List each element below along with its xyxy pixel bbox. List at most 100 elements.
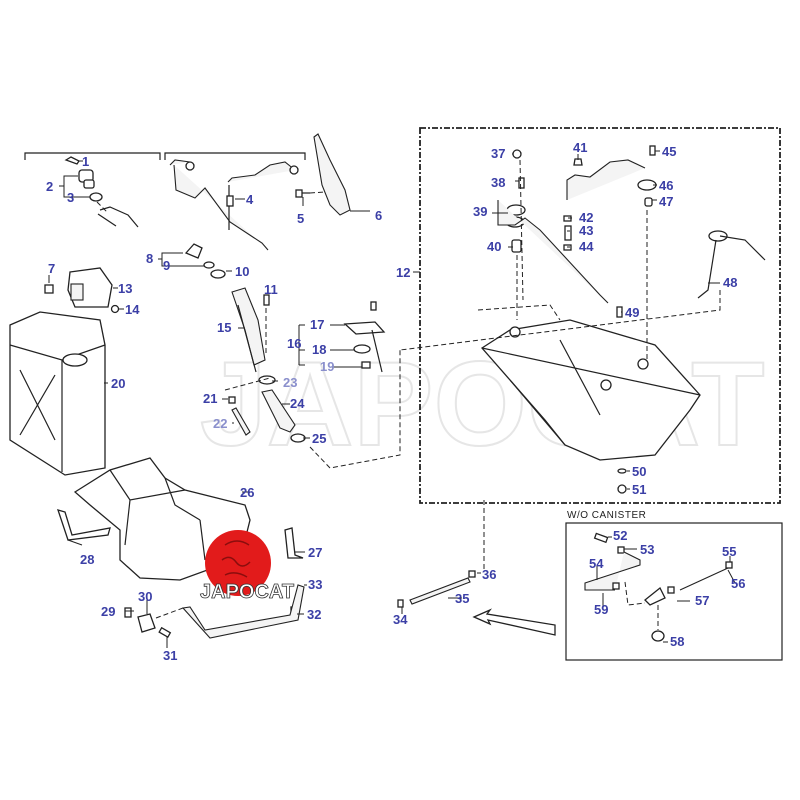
label-part-8[interactable]: 8 (146, 251, 153, 266)
part-6-heat-shield[interactable] (313, 133, 351, 216)
label-part-46[interactable]: 46 (659, 178, 673, 193)
label-part-32[interactable]: 32 (307, 607, 321, 622)
label-part-37[interactable]: 37 (491, 146, 505, 161)
label-part-49[interactable]: 49 (625, 305, 639, 320)
part-41-grommet[interactable] (573, 158, 583, 166)
part-10-gasket[interactable] (210, 269, 226, 279)
label-part-15[interactable]: 15 (217, 320, 231, 335)
label-part-16[interactable]: 16 (287, 336, 301, 351)
part-13-fuel-filler-lid[interactable] (67, 267, 113, 308)
part-52-connector[interactable] (593, 532, 609, 544)
part-55-clamp[interactable] (725, 561, 733, 569)
label-part-55[interactable]: 55 (722, 544, 736, 559)
label-part-28[interactable]: 28 (80, 552, 94, 567)
part-57-clamp[interactable] (667, 586, 675, 594)
label-part-22[interactable]: 22 (213, 416, 227, 431)
part-40-fuel-filter[interactable] (511, 239, 522, 253)
label-part-43[interactable]: 43 (579, 223, 593, 238)
part-2-lid-hinge[interactable] (78, 169, 95, 189)
part-59-clamp[interactable] (612, 582, 620, 590)
part-8-fuel-cap[interactable] (184, 243, 203, 259)
label-part-50[interactable]: 50 (632, 464, 646, 479)
fuel-tank[interactable] (481, 319, 701, 461)
label-part-26[interactable]: 26 (240, 485, 254, 500)
part-20-jerry-can[interactable] (9, 311, 106, 476)
label-part-39[interactable]: 39 (473, 204, 487, 219)
part-48-fuel-sender-gauge[interactable] (697, 230, 766, 299)
part-9-gasket[interactable] (203, 261, 215, 269)
label-part-36[interactable]: 36 (482, 567, 496, 582)
part-36-clamp[interactable] (468, 570, 476, 578)
label-part-44[interactable]: 44 (579, 239, 594, 254)
part-47-gasket[interactable] (644, 197, 653, 207)
part-17-bracket[interactable] (343, 321, 386, 373)
label-part-56[interactable]: 56 (731, 576, 745, 591)
part-22-breather-hose[interactable] (231, 407, 251, 436)
label-part-4[interactable]: 4 (246, 192, 254, 207)
label-part-34[interactable]: 34 (393, 612, 408, 627)
part-7-clip[interactable] (44, 284, 54, 294)
part-43-hose[interactable] (564, 225, 572, 241)
part-33-tank-band[interactable] (181, 584, 305, 639)
check-valve[interactable] (644, 586, 666, 606)
part-3-nut[interactable] (89, 192, 103, 202)
part-56-hose[interactable] (679, 567, 729, 591)
part-51-nut[interactable] (617, 484, 627, 494)
label-part-19[interactable]: 19 (320, 359, 334, 374)
label-part-59[interactable]: 59 (594, 602, 608, 617)
label-part-54[interactable]: 54 (589, 556, 604, 571)
label-part-17[interactable]: 17 (310, 317, 324, 332)
fuel-pipe-assembly[interactable] (497, 159, 646, 304)
part-50-washer[interactable] (617, 468, 627, 474)
label-part-25[interactable]: 25 (312, 431, 326, 446)
label-part-31[interactable]: 31 (163, 648, 177, 663)
label-part-48[interactable]: 48 (723, 275, 737, 290)
part-18-clamp[interactable] (353, 344, 371, 354)
label-part-47[interactable]: 47 (659, 194, 673, 209)
label-part-5[interactable]: 5 (297, 211, 304, 226)
label-part-12[interactable]: 12 (396, 265, 410, 280)
label-part-45[interactable]: 45 (662, 144, 676, 159)
part-37-nut[interactable] (512, 149, 522, 159)
label-part-30[interactable]: 30 (138, 589, 152, 604)
label-part-10[interactable]: 10 (235, 264, 249, 279)
label-part-52[interactable]: 52 (613, 528, 627, 543)
part-25-clamp[interactable] (290, 433, 306, 443)
label-part-2[interactable]: 2 (46, 179, 53, 194)
part-5-bolt[interactable] (295, 189, 310, 198)
part-15-filler-pipe[interactable] (231, 287, 266, 373)
part-1-screw[interactable] (64, 156, 80, 165)
part-4-fuel-line-assembly[interactable] (169, 159, 299, 251)
part-29-clip[interactable] (124, 607, 132, 618)
part-23-clamp[interactable] (258, 375, 276, 385)
label-part-7[interactable]: 7 (48, 261, 55, 276)
part-30-bracket[interactable] (137, 613, 156, 633)
part-38-bolt[interactable] (518, 177, 525, 189)
label-part-11[interactable]: 11 (264, 282, 278, 297)
label-part-9[interactable]: 9 (163, 258, 170, 273)
part-35-hose[interactable] (409, 577, 471, 605)
label-part-1[interactable]: 1 (82, 154, 89, 169)
label-part-40[interactable]: 40 (487, 239, 501, 254)
label-part-27[interactable]: 27 (308, 545, 322, 560)
label-part-38[interactable]: 38 (491, 175, 505, 190)
part-27-bracket[interactable] (284, 527, 304, 559)
label-part-33[interactable]: 33 (308, 577, 322, 592)
part-53-clamp[interactable] (617, 546, 625, 554)
part-54-hose[interactable] (584, 551, 641, 591)
label-part-18[interactable]: 18 (312, 342, 326, 357)
label-part-20[interactable]: 20 (111, 376, 125, 391)
label-part-53[interactable]: 53 (640, 542, 654, 557)
label-part-51[interactable]: 51 (632, 482, 646, 497)
label-part-58[interactable]: 58 (670, 634, 684, 649)
label-part-21[interactable]: 21 (203, 391, 217, 406)
label-part-35[interactable]: 35 (455, 591, 469, 606)
part-34-clamp[interactable] (397, 599, 404, 608)
label-part-42[interactable]: 42 (579, 210, 593, 225)
label-part-6[interactable]: 6 (375, 208, 382, 223)
part-24-filler-hose[interactable] (261, 389, 296, 433)
label-part-3[interactable]: 3 (67, 190, 74, 205)
part-45-bolt[interactable] (649, 145, 656, 156)
label-part-14[interactable]: 14 (125, 302, 140, 317)
label-part-41[interactable]: 41 (573, 140, 587, 155)
